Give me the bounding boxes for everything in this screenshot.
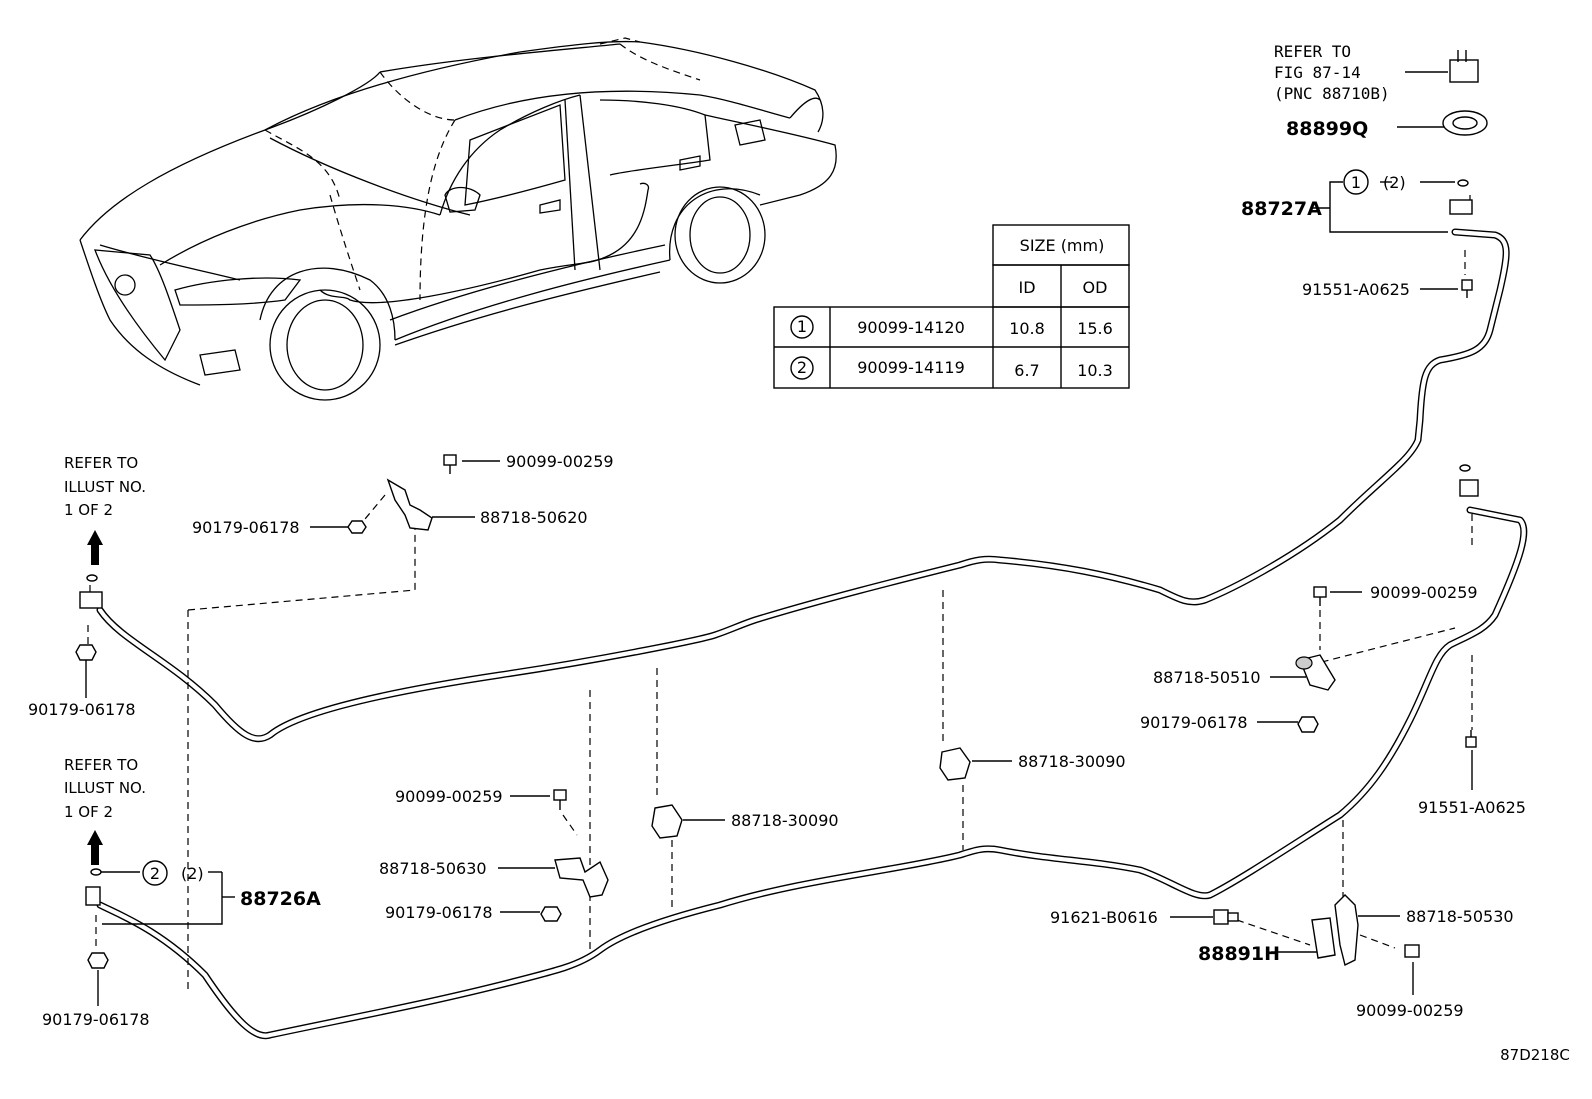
part-label-88718-50530: 88718-50530: [1406, 907, 1514, 926]
bolt-icon: [1213, 909, 1239, 925]
refer-fig-note: REFER TO FIG 87-14 (PNC 88710B): [1274, 42, 1390, 103]
pipe-fitting-icon: [1459, 479, 1479, 497]
refer-illust-line: ILLUST NO.: [64, 779, 146, 797]
clamp-88718-50620-icon: [386, 478, 433, 531]
refer-fig-line: FIG 87-14: [1274, 63, 1361, 82]
nut-icon: [1297, 716, 1319, 733]
clamp-88718-50530-icon: [1334, 894, 1359, 967]
part-label-88899q: 88899Q: [1286, 118, 1368, 140]
refer-illust-line: REFER TO: [64, 454, 138, 472]
part-label-88718-30090: 88718-30090: [1018, 752, 1126, 771]
refer-illust-line: 1 OF 2: [64, 501, 113, 519]
bolt-icon: [1404, 944, 1420, 958]
table-header-id: ID: [1018, 278, 1035, 297]
refer-illust-note-bottom: REFER TO ILLUST NO. 1 OF 2: [64, 756, 146, 821]
part-label-90179-06178: 90179-06178: [42, 1010, 150, 1029]
refer-illust-line: 1 OF 2: [64, 803, 113, 821]
o-ring-icon: [86, 574, 98, 582]
part-label-88718-50620: 88718-50620: [480, 508, 588, 527]
circle-label-1: 1: [1351, 173, 1361, 192]
part-label-88718-50510: 88718-50510: [1153, 668, 1261, 687]
brake-pipe-88726a: [96, 506, 1528, 1040]
qty-label: (2): [181, 864, 204, 883]
part-label-91551-a0625: 91551-A0625: [1302, 280, 1410, 299]
nut-icon: [347, 520, 367, 534]
part-label-88718-50630: 88718-50630: [379, 859, 487, 878]
figure-code: 87D218C: [1500, 1046, 1570, 1064]
table-row-key: 1: [797, 317, 807, 336]
refer-illust-line: ILLUST NO.: [64, 478, 146, 496]
table-cell-id: 10.8: [1009, 319, 1045, 338]
bolt-icon: [553, 789, 567, 810]
bracket-88891h-icon: [1311, 917, 1336, 959]
refer-fig-line: REFER TO: [1274, 42, 1351, 61]
part-label-90099-00259: 90099-00259: [1370, 583, 1478, 602]
table-cell-id: 6.7: [1014, 361, 1039, 380]
part-label-90179-06178: 90179-06178: [28, 700, 136, 719]
part-label-88727a: 88727A: [1241, 198, 1322, 220]
table-cell-part: 90099-14120: [857, 318, 965, 337]
part-label-88891h: 88891H: [1198, 943, 1280, 965]
part-label-91621-b0616: 91621-B0616: [1050, 908, 1158, 927]
part-label-90099-00259: 90099-00259: [395, 787, 503, 806]
nut-icon: [87, 952, 109, 969]
table-header-od: OD: [1083, 278, 1108, 297]
part-label-90179-06178: 90179-06178: [385, 903, 493, 922]
bolt-icon: [1465, 730, 1477, 748]
part-shapes: [75, 50, 1488, 969]
pipe-fitting-icon: [79, 591, 103, 609]
circle-label-2: 2: [150, 864, 160, 883]
bolt-icon: [1461, 279, 1473, 298]
car-illustration: [79, 37, 837, 401]
connector-icon: [1449, 59, 1479, 83]
part-label-88726a: 88726A: [240, 888, 321, 910]
part-label-90179-06178: 90179-06178: [192, 518, 300, 537]
arrow-up-icon: [87, 830, 103, 865]
clamp-88718-50630-icon: [554, 857, 609, 898]
grommet-icon: [1442, 110, 1488, 136]
size-table: SIZE (mm) ID OD 1 90099-14120 10.8 15.6 …: [773, 224, 1130, 389]
o-ring-icon: [90, 868, 102, 876]
pipe-fitting-icon: [85, 886, 101, 906]
brake-pipe-88727a: [96, 228, 1510, 743]
refer-illust-line: REFER TO: [64, 756, 138, 774]
hidden-leader-lines: [87, 195, 1473, 990]
arrow-up-icon: [87, 530, 103, 565]
part-label-90099-00259: 90099-00259: [506, 452, 614, 471]
part-label-91551-a0625: 91551-A0625: [1418, 798, 1526, 817]
table-cell-od: 15.6: [1077, 319, 1113, 338]
bolt-icon: [1313, 586, 1327, 606]
refer-illust-note-top: REFER TO ILLUST NO. 1 OF 2: [64, 454, 146, 519]
bolt-icon: [443, 454, 457, 474]
refer-fig-line: (PNC 88710B): [1274, 84, 1390, 103]
nut-icon: [540, 906, 562, 922]
part-label-90179-06178: 90179-06178: [1140, 713, 1248, 732]
clamp-88718-30090-icon: [939, 747, 971, 781]
o-ring-icon: [1459, 464, 1471, 472]
o-ring-icon: [1457, 179, 1469, 187]
nut-icon: [75, 644, 97, 661]
qty-label: (2): [1383, 173, 1406, 192]
table-cell-od: 10.3: [1077, 361, 1113, 380]
clamp-88718-30090-icon: [651, 804, 683, 839]
pipe-fitting-icon: [1449, 199, 1473, 215]
part-leaders: [85, 71, 1473, 1006]
part-label-90099-00259: 90099-00259: [1356, 1001, 1464, 1020]
part-label-88718-30090: 88718-30090: [731, 811, 839, 830]
clamp-88718-50510-icon: [1295, 654, 1336, 691]
table-cell-part: 90099-14119: [857, 358, 965, 377]
table-row-key: 2: [797, 358, 807, 377]
table-header-size: SIZE (mm): [1020, 236, 1105, 255]
